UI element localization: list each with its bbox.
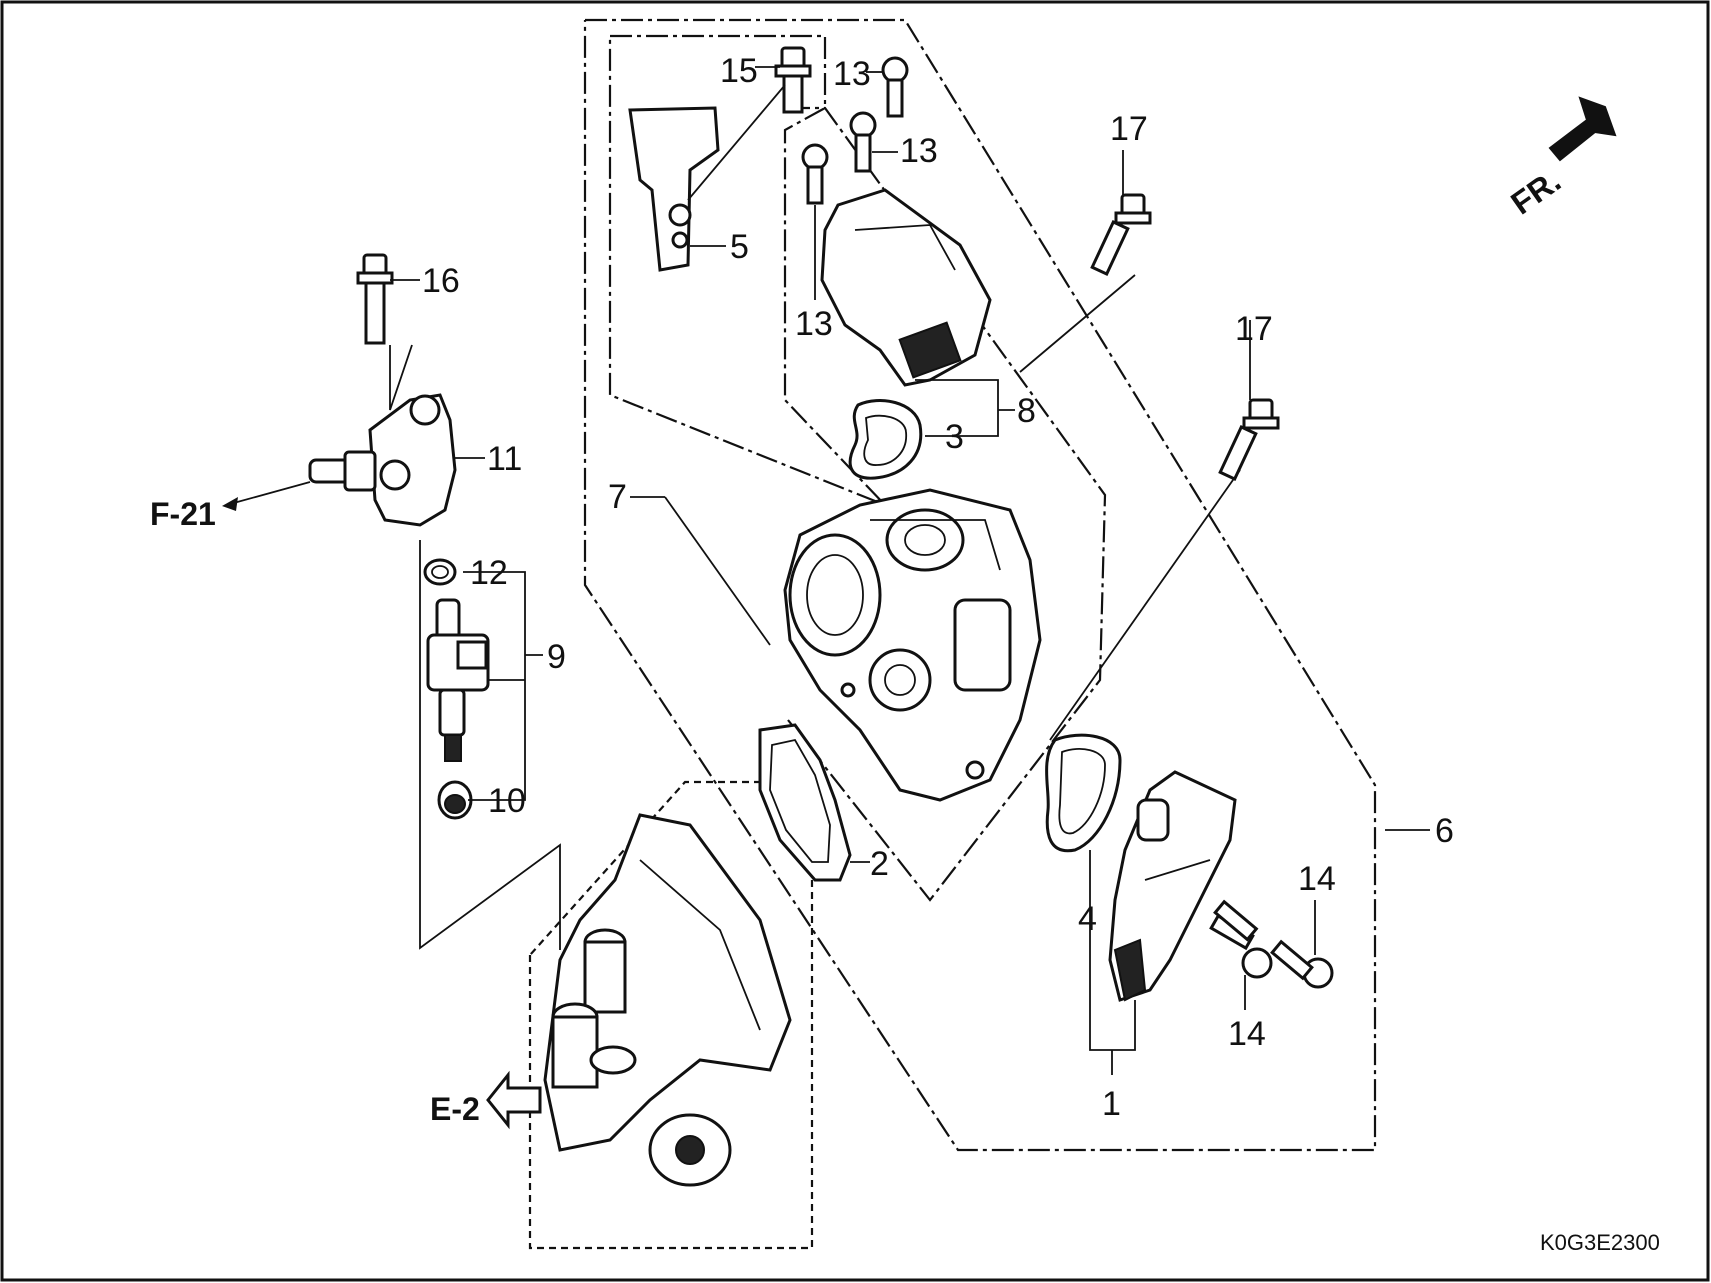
callout-16: 16 [422,262,460,300]
part-8-sensor-unit [820,188,992,387]
part-1-sensor [1108,770,1237,1002]
reference-e2: E-2 [430,1091,480,1127]
arrow-e2 [486,1070,542,1130]
part-12-seal [423,558,457,586]
callout-10: 10 [488,782,526,820]
leader-lines [222,66,1430,1075]
callout-3: 3 [945,418,964,456]
callout-12: 12 [470,554,508,592]
callout-8: 8 [1017,392,1036,430]
callout-13-c: 13 [795,305,833,343]
reference-f21: F-21 [150,496,216,532]
assembly-6-boundary [583,18,1377,1152]
part-5-stay [628,106,720,272]
callout-9: 9 [547,638,566,676]
assembly-7-boundary [608,34,886,507]
part-3-gasket [848,399,923,480]
part-17-screw-a [1090,193,1152,277]
part-13-screw-a [881,56,909,118]
callout-17-b: 17 [1235,310,1273,348]
part-11-joint [308,393,457,527]
part-2-gasket [758,723,852,882]
throttle-bracket [543,813,792,1187]
figure-code: K0G3E2300 [1540,1230,1660,1255]
callout-13-b: 13 [900,132,938,170]
part-10-seal [437,780,473,820]
callout-7: 7 [608,478,627,516]
callout-5: 5 [730,228,749,266]
callout-14-a: 14 [1298,860,1336,898]
bracket-dotted-outline [528,780,814,1250]
part-4-gasket [1045,733,1122,853]
callout-4: 4 [1078,900,1097,938]
part-17-screw-b [1218,398,1280,482]
callout-13-a: 13 [833,55,871,93]
callout-6: 6 [1435,812,1454,850]
arrow-f21 [222,497,238,511]
front-direction-arrow [1548,96,1617,162]
part-16-bolt [356,253,394,345]
part-15-screw [774,46,812,114]
callout-2: 2 [870,845,889,883]
part-14-screw-b [1213,899,1334,989]
assembly-8-boundary [787,106,1107,902]
callout-1: 1 [1102,1085,1121,1123]
part-9-injector [426,598,490,762]
front-label: FR. [1504,162,1567,221]
part-13-screw-c [801,143,829,205]
throttle-body [783,488,1042,802]
part-13-screw-b [849,111,877,173]
callout-17-a: 17 [1110,110,1148,148]
callout-15: 15 [720,52,758,90]
callout-14-b: 14 [1228,1015,1266,1053]
callout-11: 11 [487,440,522,478]
